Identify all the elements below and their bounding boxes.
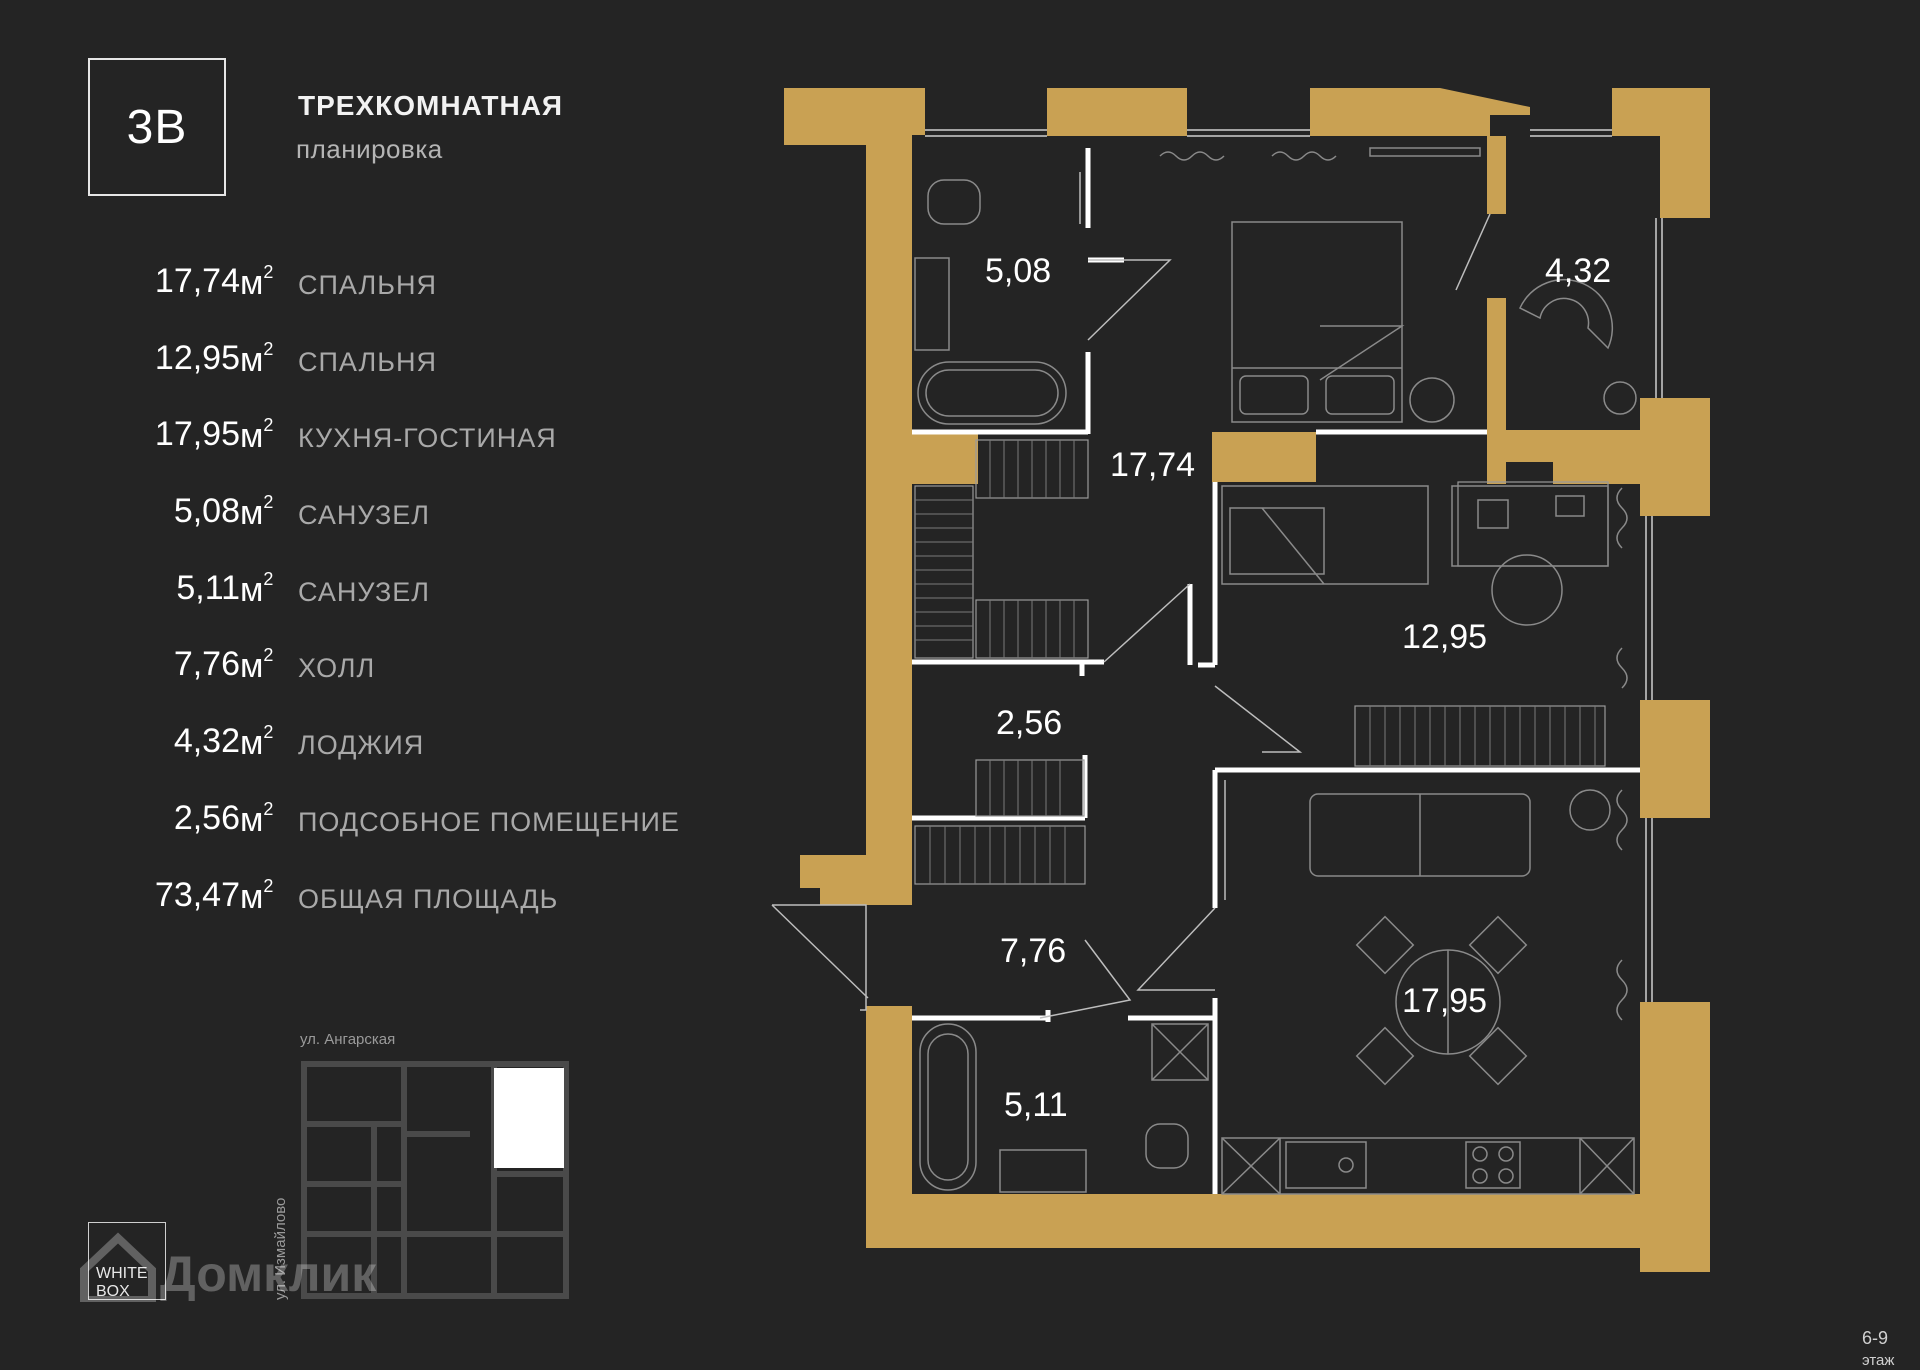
toilet [927,179,981,225]
plant [1569,789,1611,831]
room-area: 2,56 [173,798,240,837]
room-area: 4,32 [173,722,240,761]
wall-mid-block [1212,432,1316,482]
room-name: ПОДСОБНОЕ ПОМЕЩЕНИЕ [298,806,680,837]
interior-walls [912,148,1640,1194]
kitchen-sink [1285,1141,1367,1189]
total-area-label: ОБЩАЯ ПЛОЩАДЬ [298,883,559,914]
bathtub [919,1023,977,1191]
furniture [914,147,1637,1195]
area-unit: м2 [240,262,274,302]
room-name: СПАЛЬНЯ [298,346,437,377]
plant [1603,381,1637,415]
wall-bottom [866,1006,1640,1248]
kitchen-counter [1221,1137,1635,1195]
plan-label-living: 17,95 [1402,982,1487,1020]
room-area: 12,95 [154,338,240,377]
area-unit: м2 [240,875,274,916]
room-name: САНУЗЕЛ [298,500,431,531]
area-unit: м2 [240,798,274,839]
area-unit: м2 [240,645,274,686]
floor-range: 6-9 этаж [1862,1328,1895,1369]
area-unit: м2 [240,492,274,533]
room-area: 17,74 [154,262,240,300]
wall-top-right [1612,88,1710,218]
sink [914,257,950,351]
wall-top-2 [1047,88,1187,136]
plan-label-loggia: 4,32 [1545,252,1611,290]
apartment-code: 3B [88,58,226,196]
desk-chair [1491,554,1563,626]
sink [999,1149,1087,1193]
room-name: ЛОДЖИЯ [298,730,425,761]
room-area: 7,76 [173,645,240,684]
wall-left-upper [800,145,978,905]
door-swings [771,172,1491,1019]
room-name: САНУЗЕЛ [298,576,431,607]
plant [1409,377,1455,423]
wardrobe-hatching [915,440,1596,884]
wall-right-mid [1640,700,1710,818]
area-unit: м2 [240,338,274,379]
area-unit: м2 [240,415,274,456]
toilet [1145,1123,1189,1169]
watermark: Домклик [160,1246,377,1302]
wall-right-lower [1640,1002,1710,1272]
wall-top-3 [1310,88,1530,136]
area-unit: м2 [240,568,274,609]
wall-loggia-left [1487,136,1506,440]
plan-label-bedroom1: 17,74 [1110,446,1195,484]
plan-label-bath2: 5,11 [1004,1086,1068,1124]
room-area: 5,11 [176,568,240,607]
wall-top-left [784,88,925,155]
site-map: ул. Ангарская ул. Измайлово [272,1031,569,1300]
wall-right-upper [1640,398,1710,516]
room-name: ХОЛЛ [298,653,376,684]
stove [1465,1141,1521,1189]
desk [1451,485,1609,567]
windows [925,129,1663,1002]
walls [784,88,1710,1272]
wall-loggia-bottom [1487,430,1640,484]
apartment-subtitle: планировка [296,134,443,164]
domclick-logo-icon [80,1232,156,1302]
single-bed [1221,485,1429,585]
plan-label-bath1: 5,08 [985,252,1051,290]
highlighted-unit [494,1068,564,1168]
double-bed [1231,221,1403,423]
area-unit: м2 [240,722,274,763]
room-name: СПАЛЬНЯ [298,270,437,300]
street-name-left: ул. Измайлово [272,1198,289,1300]
plan-label-bedroom2: 12,95 [1402,618,1487,656]
apartment-type-title: ТРЕХКОМНАТНАЯ [298,90,564,121]
total-area: 73,47 [154,875,240,914]
plan-label-hall: 7,76 [1000,932,1066,970]
plan-label-storage: 2,56 [996,704,1062,742]
bathtub [917,361,1067,425]
room-area: 17,95 [154,415,240,454]
room-name: КУХНЯ-ГОСТИНАЯ [298,423,557,454]
armchair [1519,278,1614,350]
street-name-top: ул. Ангарская [300,1031,395,1048]
room-area: 5,08 [173,492,240,531]
shaft [1151,1023,1209,1081]
